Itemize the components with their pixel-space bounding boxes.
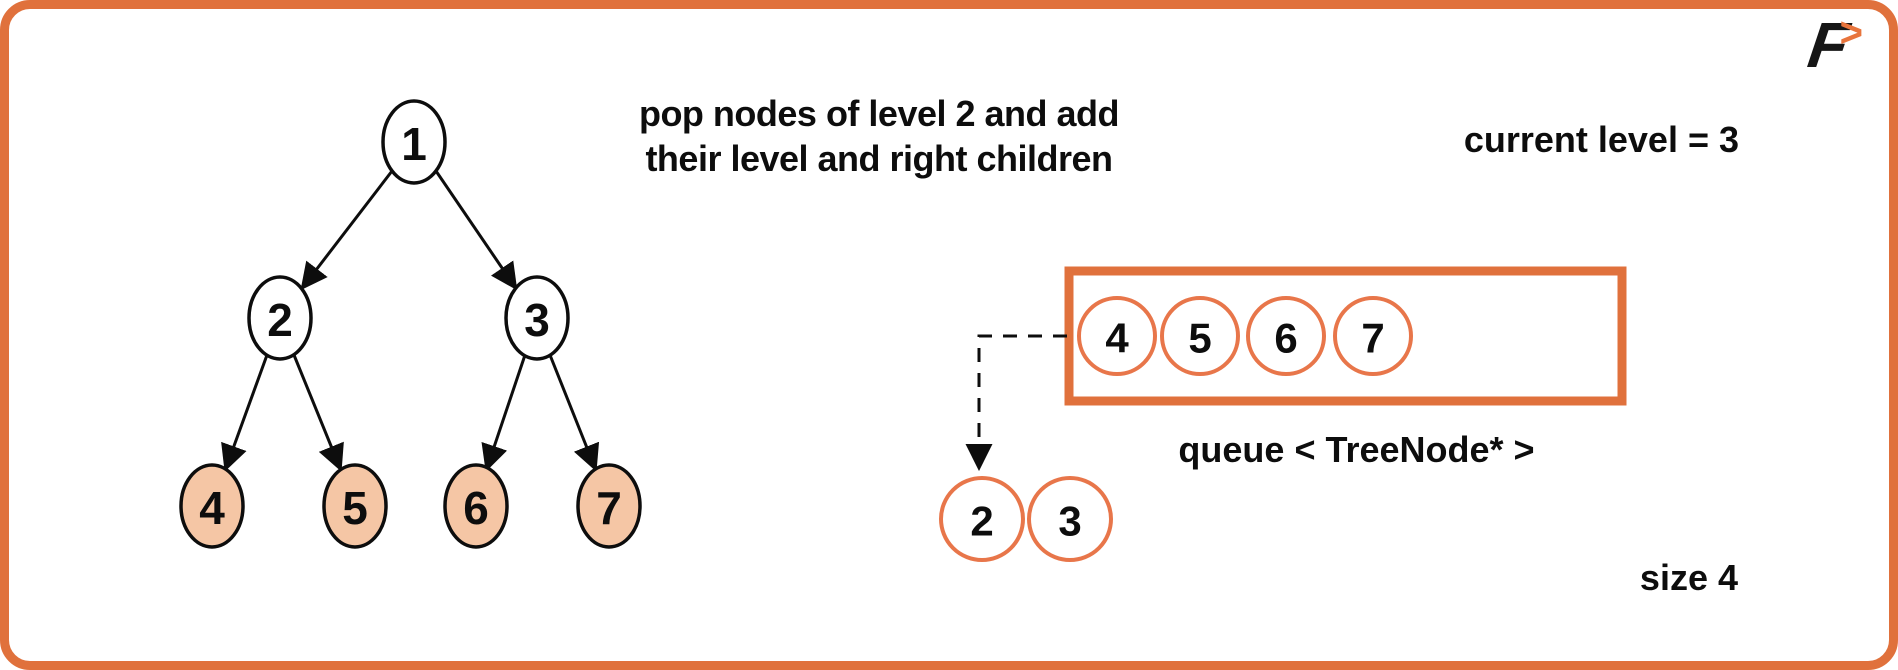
queue-size-label: size 4 xyxy=(1639,557,1738,598)
tree-queue-diagram: 1 2 3 4 5 6 7 xyxy=(179,99,1627,562)
queue-item-value: 7 xyxy=(1361,315,1384,362)
edge-2-5 xyxy=(292,354,344,472)
tree-node-circle xyxy=(322,463,388,549)
tree-node-circle xyxy=(576,463,642,549)
dashed-pop-arrow xyxy=(965,334,1067,472)
tree-node-5-highlighted: 5 xyxy=(322,463,388,549)
edge-3-6 xyxy=(481,354,527,472)
tree-node-2: 2 xyxy=(247,275,313,361)
tree-node-value: 7 xyxy=(596,482,622,534)
queue-item-4: 4 xyxy=(1077,296,1157,376)
queue-type-label: queue < TreeNode* > xyxy=(1178,429,1535,470)
queue-item-value: 4 xyxy=(1105,315,1129,362)
edge-3-7 xyxy=(548,354,600,472)
edge-2-4 xyxy=(221,354,269,472)
queue-item-7: 7 xyxy=(1333,296,1413,376)
popped-node-2: 2 xyxy=(939,476,1025,562)
tree-node-circle xyxy=(381,99,447,185)
step-annotation: pop nodes of level 2 and add their level… xyxy=(549,91,1209,181)
popped-node-value: 2 xyxy=(970,498,993,545)
tree-edges xyxy=(221,170,600,472)
popped-node-3: 3 xyxy=(1027,476,1113,562)
tree-node-value: 2 xyxy=(267,294,293,346)
tree-node-circle xyxy=(443,463,509,549)
current-level-label: current level = 3 xyxy=(1463,119,1739,160)
tree-node-4-highlighted: 4 xyxy=(179,463,245,549)
queue-item-6: 6 xyxy=(1246,296,1326,376)
tree-node-circle xyxy=(504,275,570,361)
step-annotation-line2: their level and right children xyxy=(645,138,1113,179)
edge-1-2 xyxy=(300,170,394,291)
tree-node-value: 1 xyxy=(401,118,427,170)
tree-node-value: 4 xyxy=(199,482,225,534)
popped-node-circle xyxy=(939,476,1025,562)
popped-nodes: 2 3 xyxy=(939,476,1113,562)
tree-node-circle xyxy=(179,463,245,549)
queue-item-circle xyxy=(1246,296,1326,376)
brand-logo: F > xyxy=(1803,9,1863,81)
logo-chevron-icon: > xyxy=(1839,9,1863,57)
queue-box xyxy=(1064,266,1627,406)
queue-item-5: 5 xyxy=(1160,296,1240,376)
queue-item-circle xyxy=(1333,296,1413,376)
tree-node-6-highlighted: 6 xyxy=(443,463,509,549)
tree-node-circle xyxy=(247,275,313,361)
popped-node-value: 3 xyxy=(1058,498,1081,545)
edge-1-3 xyxy=(434,170,518,291)
popped-node-circle xyxy=(1027,476,1113,562)
tree-node-value: 6 xyxy=(463,482,489,534)
tree-node-3: 3 xyxy=(504,275,570,361)
queue-item-value: 5 xyxy=(1188,315,1211,362)
queue-item-value: 6 xyxy=(1274,315,1297,362)
tree-nodes: 1 2 3 4 5 6 7 xyxy=(179,99,642,549)
tree-node-1: 1 xyxy=(381,99,447,185)
tree-node-value: 5 xyxy=(342,482,368,534)
tree-node-value: 3 xyxy=(524,294,550,346)
tree-node-7-highlighted: 7 xyxy=(576,463,642,549)
queue-item-circle xyxy=(1160,296,1240,376)
queue-items: 4 5 6 7 xyxy=(1077,296,1413,376)
step-annotation-line1: pop nodes of level 2 and add xyxy=(638,93,1120,134)
queue-item-circle xyxy=(1077,296,1157,376)
